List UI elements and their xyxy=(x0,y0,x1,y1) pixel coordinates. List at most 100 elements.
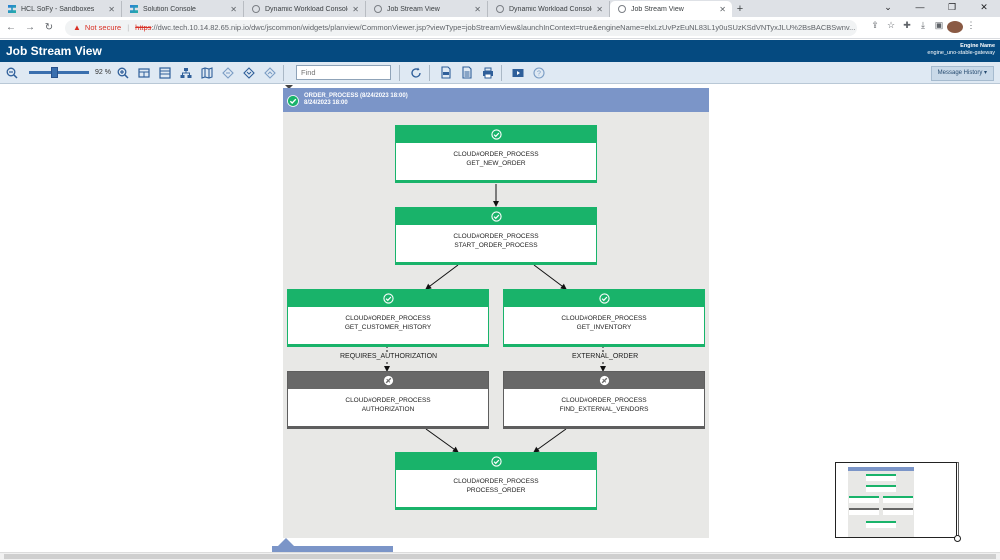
menu-icon[interactable]: ⋮ xyxy=(966,20,976,30)
job-status-bar xyxy=(504,290,704,307)
tab-search-icon[interactable]: ⌄ xyxy=(884,2,892,12)
help-icon[interactable]: ? xyxy=(530,65,548,81)
zoom-slider[interactable] xyxy=(29,67,89,78)
close-tab-icon[interactable]: ✕ xyxy=(596,4,603,14)
browser-tab[interactable]: Job Stream View✕ xyxy=(366,1,488,17)
hierarchy-icon[interactable] xyxy=(177,65,195,81)
stream-pin-marker xyxy=(285,85,293,89)
back-icon[interactable]: ← xyxy=(6,22,16,33)
export-file-icon[interactable] xyxy=(458,65,476,81)
close-tab-icon[interactable]: ✕ xyxy=(352,4,359,14)
sofy-icon xyxy=(8,5,16,13)
browser-tab[interactable]: Dynamic Workload Console✕ xyxy=(488,1,610,17)
find-input[interactable] xyxy=(296,65,391,80)
minimap-node xyxy=(849,496,879,503)
job-stream-header[interactable]: ORDER_PROCESS (8/24/2023 18:00) 8/24/202… xyxy=(283,88,709,112)
url-path: ://dwc.tech.10.14.82.65.nip.io/dwc/jscom… xyxy=(151,23,856,32)
toolbar-divider xyxy=(429,64,430,81)
zoom-out-icon[interactable] xyxy=(3,65,21,81)
forward-icon[interactable]: → xyxy=(25,22,35,33)
download-icon[interactable]: ⤓ xyxy=(921,20,925,30)
browser-tab[interactable]: Dynamic Workload Console✕ xyxy=(244,1,366,17)
minimap-header xyxy=(848,467,914,471)
filter-dependency-icon[interactable] xyxy=(219,65,237,81)
browser-tab-active[interactable]: Job Stream View✕ xyxy=(610,1,732,17)
print-icon[interactable] xyxy=(479,65,497,81)
stream-scroll-thumb[interactable] xyxy=(272,546,393,552)
condition-label: REQUIRES_AUTHORIZATION xyxy=(337,353,441,360)
zoom-slider-handle[interactable] xyxy=(51,67,58,78)
minimap-resize-handle[interactable] xyxy=(954,535,961,542)
close-tab-icon[interactable]: ✕ xyxy=(108,4,115,14)
job-status-bar xyxy=(396,208,596,225)
minimap-node xyxy=(866,521,896,528)
job-stream-date: 8/24/2023 18:00 xyxy=(304,100,348,106)
scrollbar-thumb[interactable] xyxy=(4,554,996,559)
close-tab-icon[interactable]: ✕ xyxy=(230,4,237,14)
zoom-level: 92 % xyxy=(95,69,111,76)
toolbar-divider xyxy=(283,64,284,81)
minimap-stream xyxy=(848,467,914,537)
job-workstation: CLOUD#ORDER_PROCESS xyxy=(453,151,539,158)
url-field[interactable]: ▲ Not secure | https ://dwc.tech.10.14.8… xyxy=(65,19,857,36)
export-pdf-icon[interactable] xyxy=(437,65,455,81)
play-video-icon[interactable] xyxy=(509,65,527,81)
minimize-icon[interactable]: — xyxy=(915,2,925,12)
minimap-node xyxy=(883,508,913,515)
success-check-icon xyxy=(287,94,299,112)
graph-canvas[interactable]: ORDER_PROCESS (8/24/2023 18:00) 8/24/202… xyxy=(0,85,1000,552)
refresh-icon[interactable] xyxy=(407,65,425,81)
sidepanel-icon[interactable]: ▣ xyxy=(934,20,944,30)
close-tab-icon[interactable]: ✕ xyxy=(474,4,481,14)
bookmark-icon[interactable]: ☆ xyxy=(886,20,896,30)
profile-avatar[interactable] xyxy=(947,20,963,35)
job-workstation: CLOUD#ORDER_PROCESS xyxy=(345,315,431,322)
window-controls: ⌄ — ❐ ✕ xyxy=(872,0,1000,17)
share-icon[interactable]: ⇪ xyxy=(871,20,879,30)
minimap-node xyxy=(866,485,896,492)
job-workstation: CLOUD#ORDER_PROCESS xyxy=(561,397,647,404)
layout-icon[interactable] xyxy=(156,65,174,81)
extensions-icon[interactable]: ✚ xyxy=(903,20,911,30)
maximize-icon[interactable]: ❐ xyxy=(947,2,957,12)
engine-value: engine_uno-stable-gateway xyxy=(927,50,995,56)
successor-icon[interactable] xyxy=(261,65,279,81)
job-name: AUTHORIZATION xyxy=(361,406,415,413)
new-tab-button[interactable]: + xyxy=(736,3,744,15)
security-label[interactable]: Not secure xyxy=(84,23,122,32)
dependency-arrow xyxy=(425,428,459,453)
toolbar: 92 % ? Message History ▾ xyxy=(0,62,1000,84)
zoom-in-icon[interactable] xyxy=(114,65,132,81)
browser-tab[interactable]: Solution Console✕ xyxy=(122,1,244,17)
message-history-button[interactable]: Message History ▾ xyxy=(930,66,994,81)
close-window-icon[interactable]: ✕ xyxy=(980,2,988,12)
job-stream-title: ORDER_PROCESS (8/24/2023 18:00) xyxy=(304,93,408,99)
toolbar-divider xyxy=(399,64,400,81)
browser-tab[interactable]: HCL SoFy - Sandboxes✕ xyxy=(0,1,122,17)
job-workstation: CLOUD#ORDER_PROCESS xyxy=(561,315,647,322)
horizontal-scrollbar[interactable] xyxy=(0,552,1000,560)
predecessor-icon[interactable] xyxy=(240,65,258,81)
page-title: Job Stream View xyxy=(6,44,102,58)
map-icon[interactable] xyxy=(198,65,216,81)
fit-view-icon[interactable] xyxy=(135,65,153,81)
dependency-arrow xyxy=(425,264,459,290)
overview-minimap[interactable] xyxy=(835,462,961,542)
minimap-viewport[interactable] xyxy=(835,462,961,542)
job-name: GET_INVENTORY xyxy=(576,324,632,331)
close-tab-icon[interactable]: ✕ xyxy=(719,4,726,14)
success-check-icon xyxy=(382,293,394,304)
success-check-icon xyxy=(490,211,502,222)
job-node[interactable]: CLOUD#ORDER_PROCESS GET_INVENTORY xyxy=(503,289,705,347)
job-workstation: CLOUD#ORDER_PROCESS xyxy=(453,233,539,240)
reload-icon[interactable]: ↻ xyxy=(44,22,54,33)
